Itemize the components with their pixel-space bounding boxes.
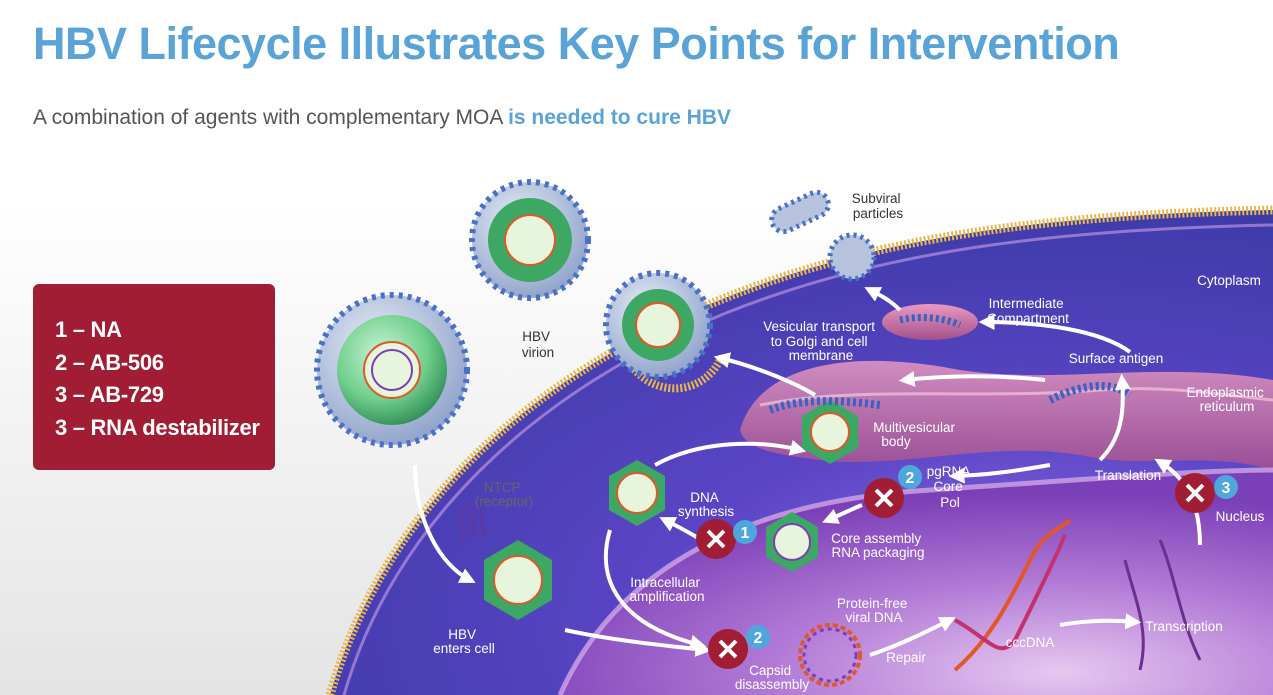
marker-1-number: 1	[741, 525, 750, 542]
label-translation: Translation	[1095, 468, 1161, 483]
marker-3-number: 3	[1222, 480, 1231, 497]
subtitle-highlight: is needed to cure HBV	[508, 106, 731, 129]
subviral-rod	[769, 189, 831, 235]
slide-subtitle: A combination of agents with complementa…	[33, 106, 731, 130]
block-marker-2-assembly: 2	[864, 465, 922, 518]
arrow-repair	[869, 617, 956, 657]
block-marker-1: 1	[696, 519, 757, 559]
label-repair: Repair	[886, 650, 926, 665]
subviral-sphere	[827, 232, 877, 282]
arrow-translation-up	[1098, 373, 1131, 462]
label-cytoplasm: Cytoplasm	[1197, 273, 1261, 288]
arrow-to-mvb	[654, 439, 807, 467]
hbv-virion-budding	[603, 270, 713, 380]
capsid-entering	[484, 540, 552, 620]
hbv-virion-large	[314, 292, 470, 448]
marker-2b-number: 2	[754, 630, 763, 647]
legend-item-4: 3 – RNA destabilizer	[55, 414, 260, 440]
hbv-virion-top	[469, 179, 591, 301]
label-nucleus: Nucleus	[1216, 509, 1265, 524]
cccdna-helix	[953, 518, 1072, 672]
intermediate-compartment	[882, 304, 978, 340]
label-hbv-enters: HBV enters cell	[433, 627, 495, 656]
block-marker-2-capsid: 2	[708, 625, 770, 669]
arrow-mvb-up	[713, 352, 817, 397]
label-dna-synthesis: DNA synthesis	[678, 490, 735, 519]
label-capsid: Capsid disassembly	[735, 663, 810, 692]
ntcp-receptor	[456, 500, 487, 541]
arrow-transcription	[1059, 613, 1142, 630]
label-intracellular: Intracellular amplification	[629, 575, 704, 604]
capsid-dna-synthesis	[609, 460, 665, 526]
label-pgrna: pgRNA Core Pol	[927, 464, 974, 510]
label-subviral: Subviral particles	[852, 191, 905, 221]
block-marker-3: 3	[1175, 473, 1238, 513]
protein-free-dna	[798, 623, 862, 687]
label-er: Endoplasmic reticulum	[1186, 385, 1267, 414]
arrow-intermediate	[978, 314, 1132, 354]
arrow-intracellular	[604, 529, 707, 651]
legend-item-2: 2 – AB-506	[55, 349, 164, 375]
label-surface-antigen: Surface antigen	[1069, 351, 1164, 366]
arrow-translation-left	[948, 463, 1051, 484]
label-intermediate: Intermediate Compartment	[987, 296, 1069, 326]
flow-arrows	[413, 287, 1202, 657]
membrane-bud	[616, 343, 724, 393]
arrow-er-left	[898, 370, 1046, 387]
arrow-dna-synthesis	[659, 517, 700, 540]
subtitle-plain: A combination of agents with complementa…	[33, 106, 509, 129]
label-protein-free: Protein-free viral DNA	[837, 596, 911, 625]
arrow-entry	[413, 464, 476, 583]
marker-2a-number: 2	[906, 470, 915, 487]
label-transcription: Transcription	[1145, 619, 1223, 634]
label-cccdna: cccDNA	[1006, 635, 1055, 650]
label-mvb: Multivesicular body	[873, 420, 959, 449]
arrow-subviral	[864, 287, 902, 312]
label-hbv-virion: HBV virion	[522, 329, 554, 360]
capsid-core-assembly	[766, 512, 818, 572]
arrow-core-assembly	[822, 503, 863, 524]
label-vesicular: Vesicular transport to Golgi and cell me…	[763, 319, 879, 363]
slide-title: HBV Lifecycle Illustrates Key Points for…	[33, 18, 1120, 69]
capsid-multivesicular	[802, 400, 858, 464]
legend-item-3: 3 – AB-729	[55, 382, 164, 407]
intervention-legend: 1 – NA 2 – AB-506 3 – AB-729 3 – RNA des…	[33, 284, 275, 470]
legend-item-1: 1 – NA	[55, 317, 122, 342]
label-ntcp: NTCP (receptor)	[475, 480, 534, 509]
label-core-assembly: Core assembly RNA packaging	[831, 531, 925, 560]
